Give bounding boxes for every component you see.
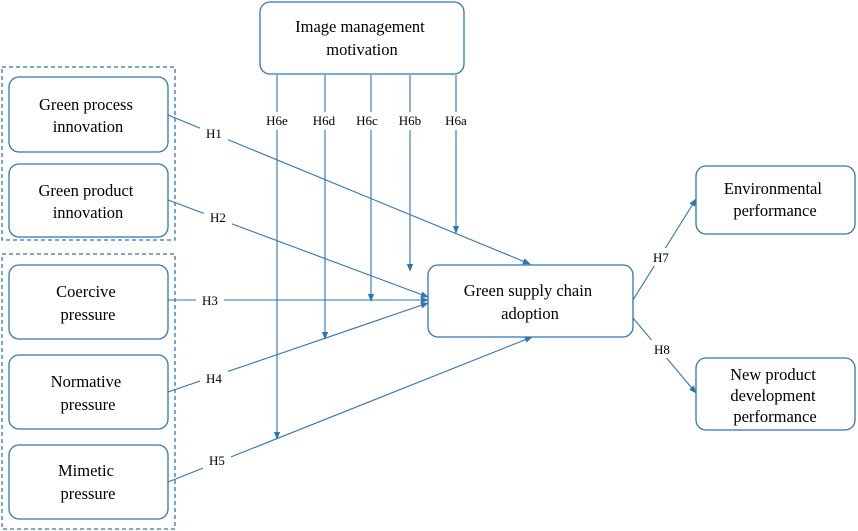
h8-label: H8 [654,342,670,357]
innovation-group-border [1,66,176,241]
h6e-label-bg [264,112,292,130]
h4-label: H4 [206,371,222,386]
h6e-label: H6e [266,113,288,128]
image-management-motivation-box [259,1,465,75]
h6a-label-bg [442,112,470,130]
h1-arrow [167,114,531,265]
pressure-group-border [1,253,176,530]
environmental-performance-label: Environmental performance [724,179,826,220]
green-supply-chain-adoption-box [427,264,634,338]
h5-label: H5 [209,453,225,468]
h4-label-bg [200,369,228,387]
green-supply-chain-adoption-label: Green supply chain adoption [464,281,596,323]
h6c-label: H6c [356,113,378,128]
h7-label-bg [647,248,675,266]
h3-label: H3 [202,293,218,308]
environmental-performance-box [695,165,856,235]
h1-label-bg [200,124,228,142]
green-product-innovation-box [8,163,169,238]
h5-label-bg [203,451,231,469]
green-process-innovation-box [8,76,169,153]
h1-label: H1 [206,126,222,141]
normative-pressure-label: Normative pressure [51,372,126,414]
h6c-label-bg [354,112,382,130]
coercive-pressure-label: Coercive pressure [56,282,120,324]
new-product-development-performance-label: New product development performance [730,365,820,426]
h6b-label: H6b [399,113,421,128]
h8-label-bg [648,340,676,358]
h2-label-bg [204,208,232,226]
mimetic-pressure-box [8,444,169,520]
image-management-motivation-label: Image management motivation [295,17,429,59]
coercive-pressure-box [8,264,169,340]
h2-label: H2 [210,210,226,225]
green-process-innovation-label: Green process innovation [39,95,137,136]
normative-pressure-box [8,354,169,430]
new-product-development-performance-box [695,357,856,431]
h7-label: H7 [653,250,669,265]
h6a-label: H6a [445,113,467,128]
green-product-innovation-label: Green product innovation [39,181,138,222]
mimetic-pressure-label: Mimetic pressure [58,461,118,503]
h6b-label-bg [396,112,424,130]
h6d-label-bg [311,112,339,130]
h3-label-bg [196,292,224,309]
h6d-label: H6d [313,113,336,128]
